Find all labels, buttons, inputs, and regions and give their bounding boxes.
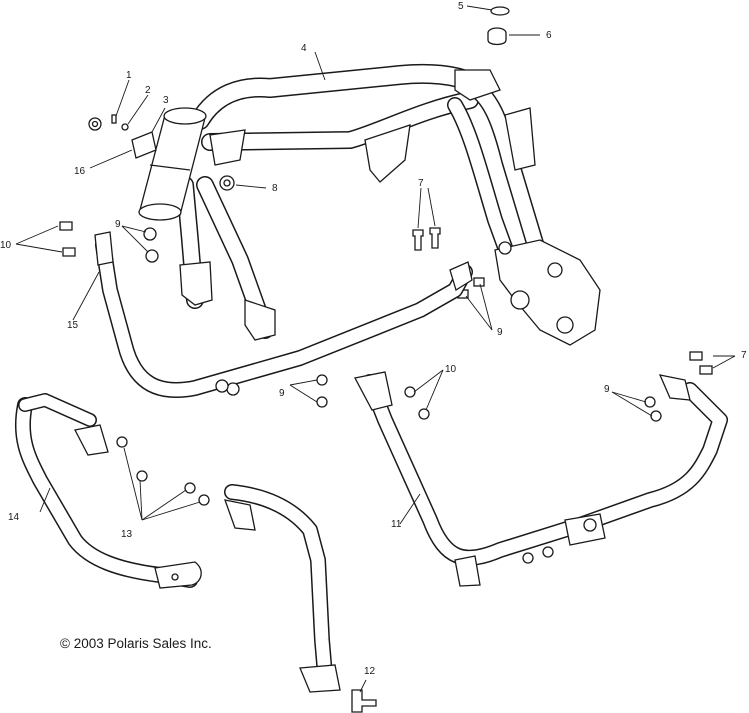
part-14-left-rail — [14, 393, 202, 589]
part-10-bolts-left — [59, 221, 76, 257]
callout-2: 2 — [145, 85, 151, 96]
part-6-grommet — [487, 27, 507, 46]
callout-11: 11 — [391, 519, 402, 530]
steering-head-tube — [138, 107, 207, 221]
part-1-bolt — [111, 114, 117, 124]
callout-12: 12 — [364, 666, 376, 677]
part-11-right-rail — [354, 371, 728, 587]
callout-7-right: 7 — [741, 350, 747, 361]
part-16-bracket — [131, 131, 157, 159]
part-9-nuts-right — [644, 396, 662, 422]
callout-6: 6 — [546, 30, 552, 41]
callout-3: 3 — [163, 95, 169, 106]
part-12-bolt — [351, 689, 377, 713]
callout-1: 1 — [126, 70, 132, 81]
part-16-nut — [88, 117, 102, 131]
part-8-nut — [219, 175, 235, 191]
callout-9-lower: 9 — [279, 388, 285, 399]
callout-14: 14 — [8, 512, 20, 523]
callout-9-right: 9 — [604, 384, 610, 395]
callout-4: 4 — [301, 43, 307, 54]
part-2-washer — [121, 123, 129, 131]
callout-16: 16 — [74, 166, 86, 177]
copyright-notice: © 2003 Polaris Sales Inc. — [60, 636, 212, 651]
callout-5: 5 — [458, 1, 464, 12]
callout-labels: 1 2 3 4 5 6 7 7 8 9 9 9 9 10 10 11 12 13… — [0, 1, 747, 677]
callout-9-center: 9 — [497, 327, 503, 338]
leader-lines — [15, 5, 736, 693]
part-15-front-tube — [94, 231, 473, 399]
callout-10-right: 10 — [445, 364, 457, 375]
callout-15: 15 — [67, 320, 79, 331]
part-7-bolts-top — [412, 227, 441, 251]
callout-8: 8 — [272, 183, 278, 194]
part-5-clip — [490, 6, 510, 16]
part-10-bolts-right — [404, 386, 430, 420]
callout-10-left: 10 — [0, 240, 12, 251]
part-13-nuts — [116, 436, 210, 506]
callout-7-top: 7 — [418, 178, 424, 189]
part-9-nuts-left — [143, 227, 159, 263]
part-9-nuts-lower — [316, 374, 328, 408]
main-frame — [176, 63, 601, 346]
lower-crossover-loop — [224, 484, 341, 693]
callout-9-left: 9 — [115, 219, 121, 230]
part-7-bolts-right — [689, 351, 713, 375]
callout-13: 13 — [121, 529, 133, 540]
